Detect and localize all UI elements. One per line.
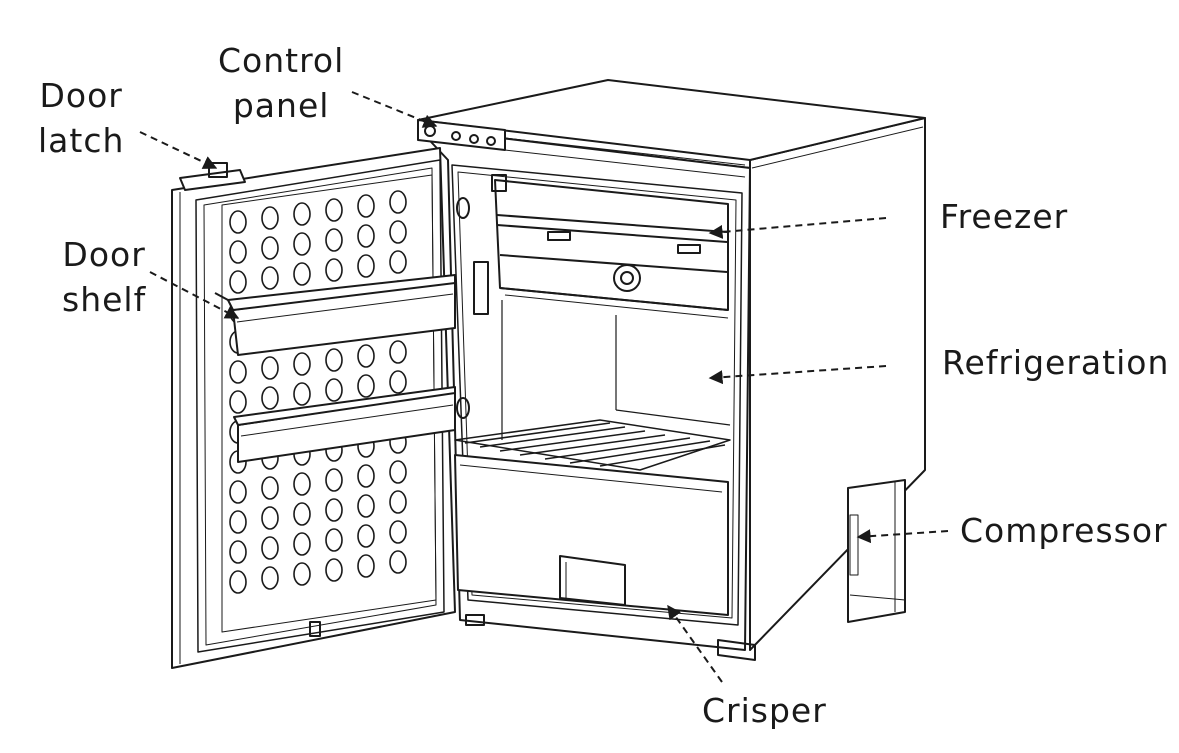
door-dimple (389, 460, 407, 484)
door-dimple (261, 206, 279, 230)
refrigeration-compartment (501, 300, 731, 440)
door-dimple (261, 536, 279, 560)
door-dimple (389, 220, 407, 244)
compressor-label: Compressor (960, 511, 1168, 550)
door-dimple (261, 476, 279, 500)
door-shelf-leader (149, 271, 240, 319)
door-shelf-label-line1: Door (62, 235, 146, 274)
door-dimple (357, 224, 375, 248)
door-shelf-lower (233, 386, 456, 463)
door-dimple (229, 210, 247, 234)
door-dimple (357, 374, 375, 398)
door-dimple (229, 570, 247, 594)
door-dimple (357, 524, 375, 548)
door-dimple (293, 382, 311, 406)
freezer-compartment (491, 174, 729, 319)
door-dimple (325, 258, 343, 282)
door-dimple (293, 202, 311, 226)
door-dimple (293, 472, 311, 496)
door-dimple (229, 390, 247, 414)
door-dimple (261, 506, 279, 530)
door-dimple (389, 490, 407, 514)
door-dimple (325, 228, 343, 252)
crisper-drawer (454, 454, 729, 616)
door-dimple (389, 520, 407, 544)
freezer-leader (708, 217, 887, 239)
door-dimple (325, 468, 343, 492)
door-dimple (325, 198, 343, 222)
door-dimple (357, 554, 375, 578)
door-dimple (261, 356, 279, 380)
freezer-label: Freezer (940, 197, 1069, 236)
door-dimple (229, 480, 247, 504)
door-dimple (229, 360, 247, 384)
door-latch-label-line1: Door (39, 76, 123, 115)
door-dimple (229, 540, 247, 564)
cabinet-feet (465, 614, 756, 661)
door-dimple (357, 344, 375, 368)
door-dimple (389, 340, 407, 364)
door-dimple (293, 562, 311, 586)
door-dimple (261, 566, 279, 590)
door-dimple (357, 254, 375, 278)
control-panel-label: Control panel (218, 38, 344, 128)
door-dimple (229, 270, 247, 294)
door-shelf-label: Door shelf (62, 232, 146, 322)
door-dimple (325, 348, 343, 372)
door-shelf-label-line2: shelf (62, 280, 147, 319)
door-dimple (293, 532, 311, 556)
door-dimple (229, 510, 247, 534)
door-latch-leader (139, 131, 218, 169)
door-dimple (357, 464, 375, 488)
control-panel-leader (351, 91, 438, 128)
door-dimple (293, 232, 311, 256)
door-dimple (389, 250, 407, 274)
control-panel-label-line2: panel (232, 86, 330, 125)
door-dimple (293, 502, 311, 526)
door-dimple (229, 240, 247, 264)
door-dimple (357, 494, 375, 518)
control-panel-label-line1: Control (218, 41, 345, 80)
crisper-leader (667, 604, 723, 683)
door-dimple (261, 386, 279, 410)
door-dimple (325, 528, 343, 552)
refrigeration-label: Refrigeration (942, 343, 1170, 382)
door-dimple (389, 550, 407, 574)
compressor-leader (856, 529, 949, 544)
door-dimple (389, 370, 407, 394)
wire-shelf (454, 419, 731, 471)
door-dimple (293, 352, 311, 376)
door-dimple (261, 236, 279, 260)
control-panel (417, 119, 746, 178)
door-dimple (325, 378, 343, 402)
door-dimple (261, 266, 279, 290)
door-dimple (293, 262, 311, 286)
door-dimple (325, 498, 343, 522)
door-latch-label-line2: latch (38, 121, 125, 160)
door-dimple (357, 194, 375, 218)
door-dimple (389, 190, 407, 214)
refrigeration-leader (708, 365, 887, 385)
compressor-compartment (847, 479, 906, 623)
crisper-label: Crisper (702, 691, 827, 730)
door-dimple (325, 558, 343, 582)
door-latch-label: Door latch (38, 73, 124, 163)
